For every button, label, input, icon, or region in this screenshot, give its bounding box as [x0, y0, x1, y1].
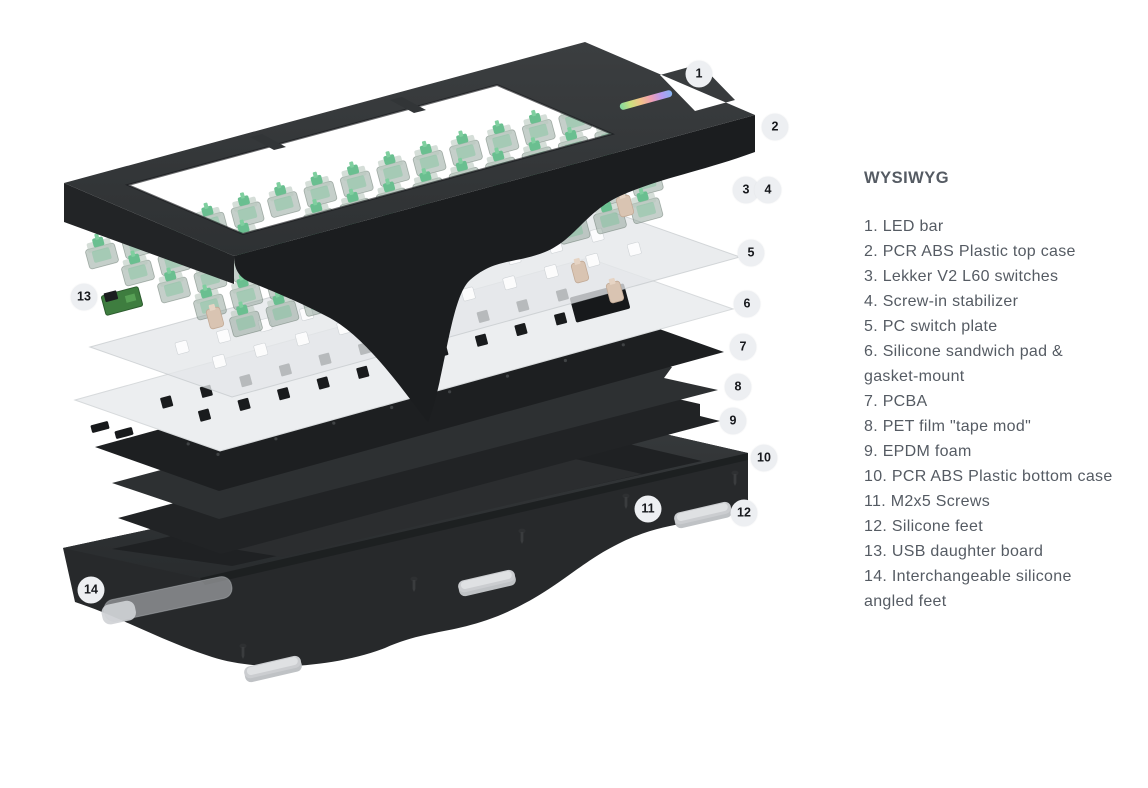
stabilizer-part: [205, 303, 225, 330]
stabilizer-part: [605, 277, 625, 304]
screw-icon: [622, 493, 630, 509]
switch: [485, 120, 520, 156]
callout-10: 10: [750, 444, 778, 472]
switch: [412, 140, 447, 177]
switch: [521, 109, 556, 146]
callout-14: 14: [77, 576, 105, 604]
top-case-front-face: [234, 115, 755, 422]
silicone-foot: [458, 569, 516, 597]
top-case-left-face: [64, 183, 234, 284]
angled-foot: [101, 576, 233, 625]
switch: [85, 233, 119, 270]
callout-9: 9: [719, 407, 747, 435]
callout-13: 13: [70, 283, 98, 311]
callout-6: 6: [733, 290, 761, 318]
part-item: 7. PCBA: [864, 393, 928, 410]
switch: [267, 181, 301, 218]
silicone-foot: [244, 655, 302, 683]
part-item: 9. EPDM foam: [864, 443, 972, 460]
switch: [376, 151, 411, 187]
callout-2: 2: [761, 113, 789, 141]
part-item: 10. PCR ABS Plastic bottom case: [864, 468, 1113, 485]
part-item: 11. M2x5 Screws: [864, 493, 991, 510]
switch: [449, 130, 483, 167]
silicone-foot: [674, 501, 732, 529]
part-item: 3. Lekker V2 L60 switches: [864, 268, 1059, 285]
switch: [121, 250, 155, 287]
callout-4: 4: [754, 176, 782, 204]
part-item: 4. Screw-in stabilizer: [864, 293, 1019, 310]
switch: [303, 171, 338, 208]
callout-7: 7: [729, 333, 757, 361]
switch: [339, 161, 374, 198]
part-item: 8. PET film "tape mod": [864, 418, 1032, 435]
part-item: 2. PCR ABS Plastic top case: [864, 243, 1076, 260]
part-item: 12. Silicone feet: [864, 518, 983, 535]
callout-12: 12: [730, 499, 758, 527]
callout-1: 1: [685, 60, 713, 88]
legend-panel: WYSIWYG 1. LED bar 2. PCR ABS Plastic top…: [864, 166, 1114, 614]
led-bar: [619, 90, 673, 110]
part-item: 14. Interchangeable silicone angled feet: [864, 568, 1072, 610]
switch: [229, 301, 263, 338]
screw-icon: [410, 576, 418, 592]
bottom-case-front-lip: [200, 453, 748, 585]
silicone-feet-layer: [244, 501, 732, 683]
part-item: 5. PC switch plate: [864, 318, 998, 335]
part-item: 13. USB daughter board: [864, 543, 1044, 560]
top-case-inner-rim: [124, 83, 616, 236]
callout-11: 11: [634, 495, 662, 523]
switch: [265, 291, 300, 327]
top-case-ribs: [250, 97, 426, 150]
stabilizer-part: [570, 257, 590, 284]
screws-layer: [239, 470, 739, 659]
callout-8: 8: [724, 373, 752, 401]
top-case-ring: [64, 42, 755, 256]
callout-5: 5: [737, 239, 765, 267]
switch: [157, 267, 191, 304]
exploded-keyboard-diagram: [63, 42, 755, 683]
top-case-layer: [64, 42, 755, 422]
screw-icon: [731, 470, 739, 486]
switch: [229, 274, 264, 310]
screw-icon: [239, 643, 247, 659]
part-item: 6. Silicone sandwich pad & gasket-mount: [864, 343, 1064, 385]
parts-list: 1. LED bar 2. PCR ABS Plastic top case 3. …: [864, 214, 1114, 614]
screw-icon: [518, 528, 526, 544]
usb-daughter-board: [101, 286, 143, 316]
legend-heading: WYSIWYG: [864, 169, 950, 187]
switch: [230, 192, 265, 229]
switch: [629, 188, 664, 224]
part-item: 1. LED bar: [864, 218, 944, 235]
